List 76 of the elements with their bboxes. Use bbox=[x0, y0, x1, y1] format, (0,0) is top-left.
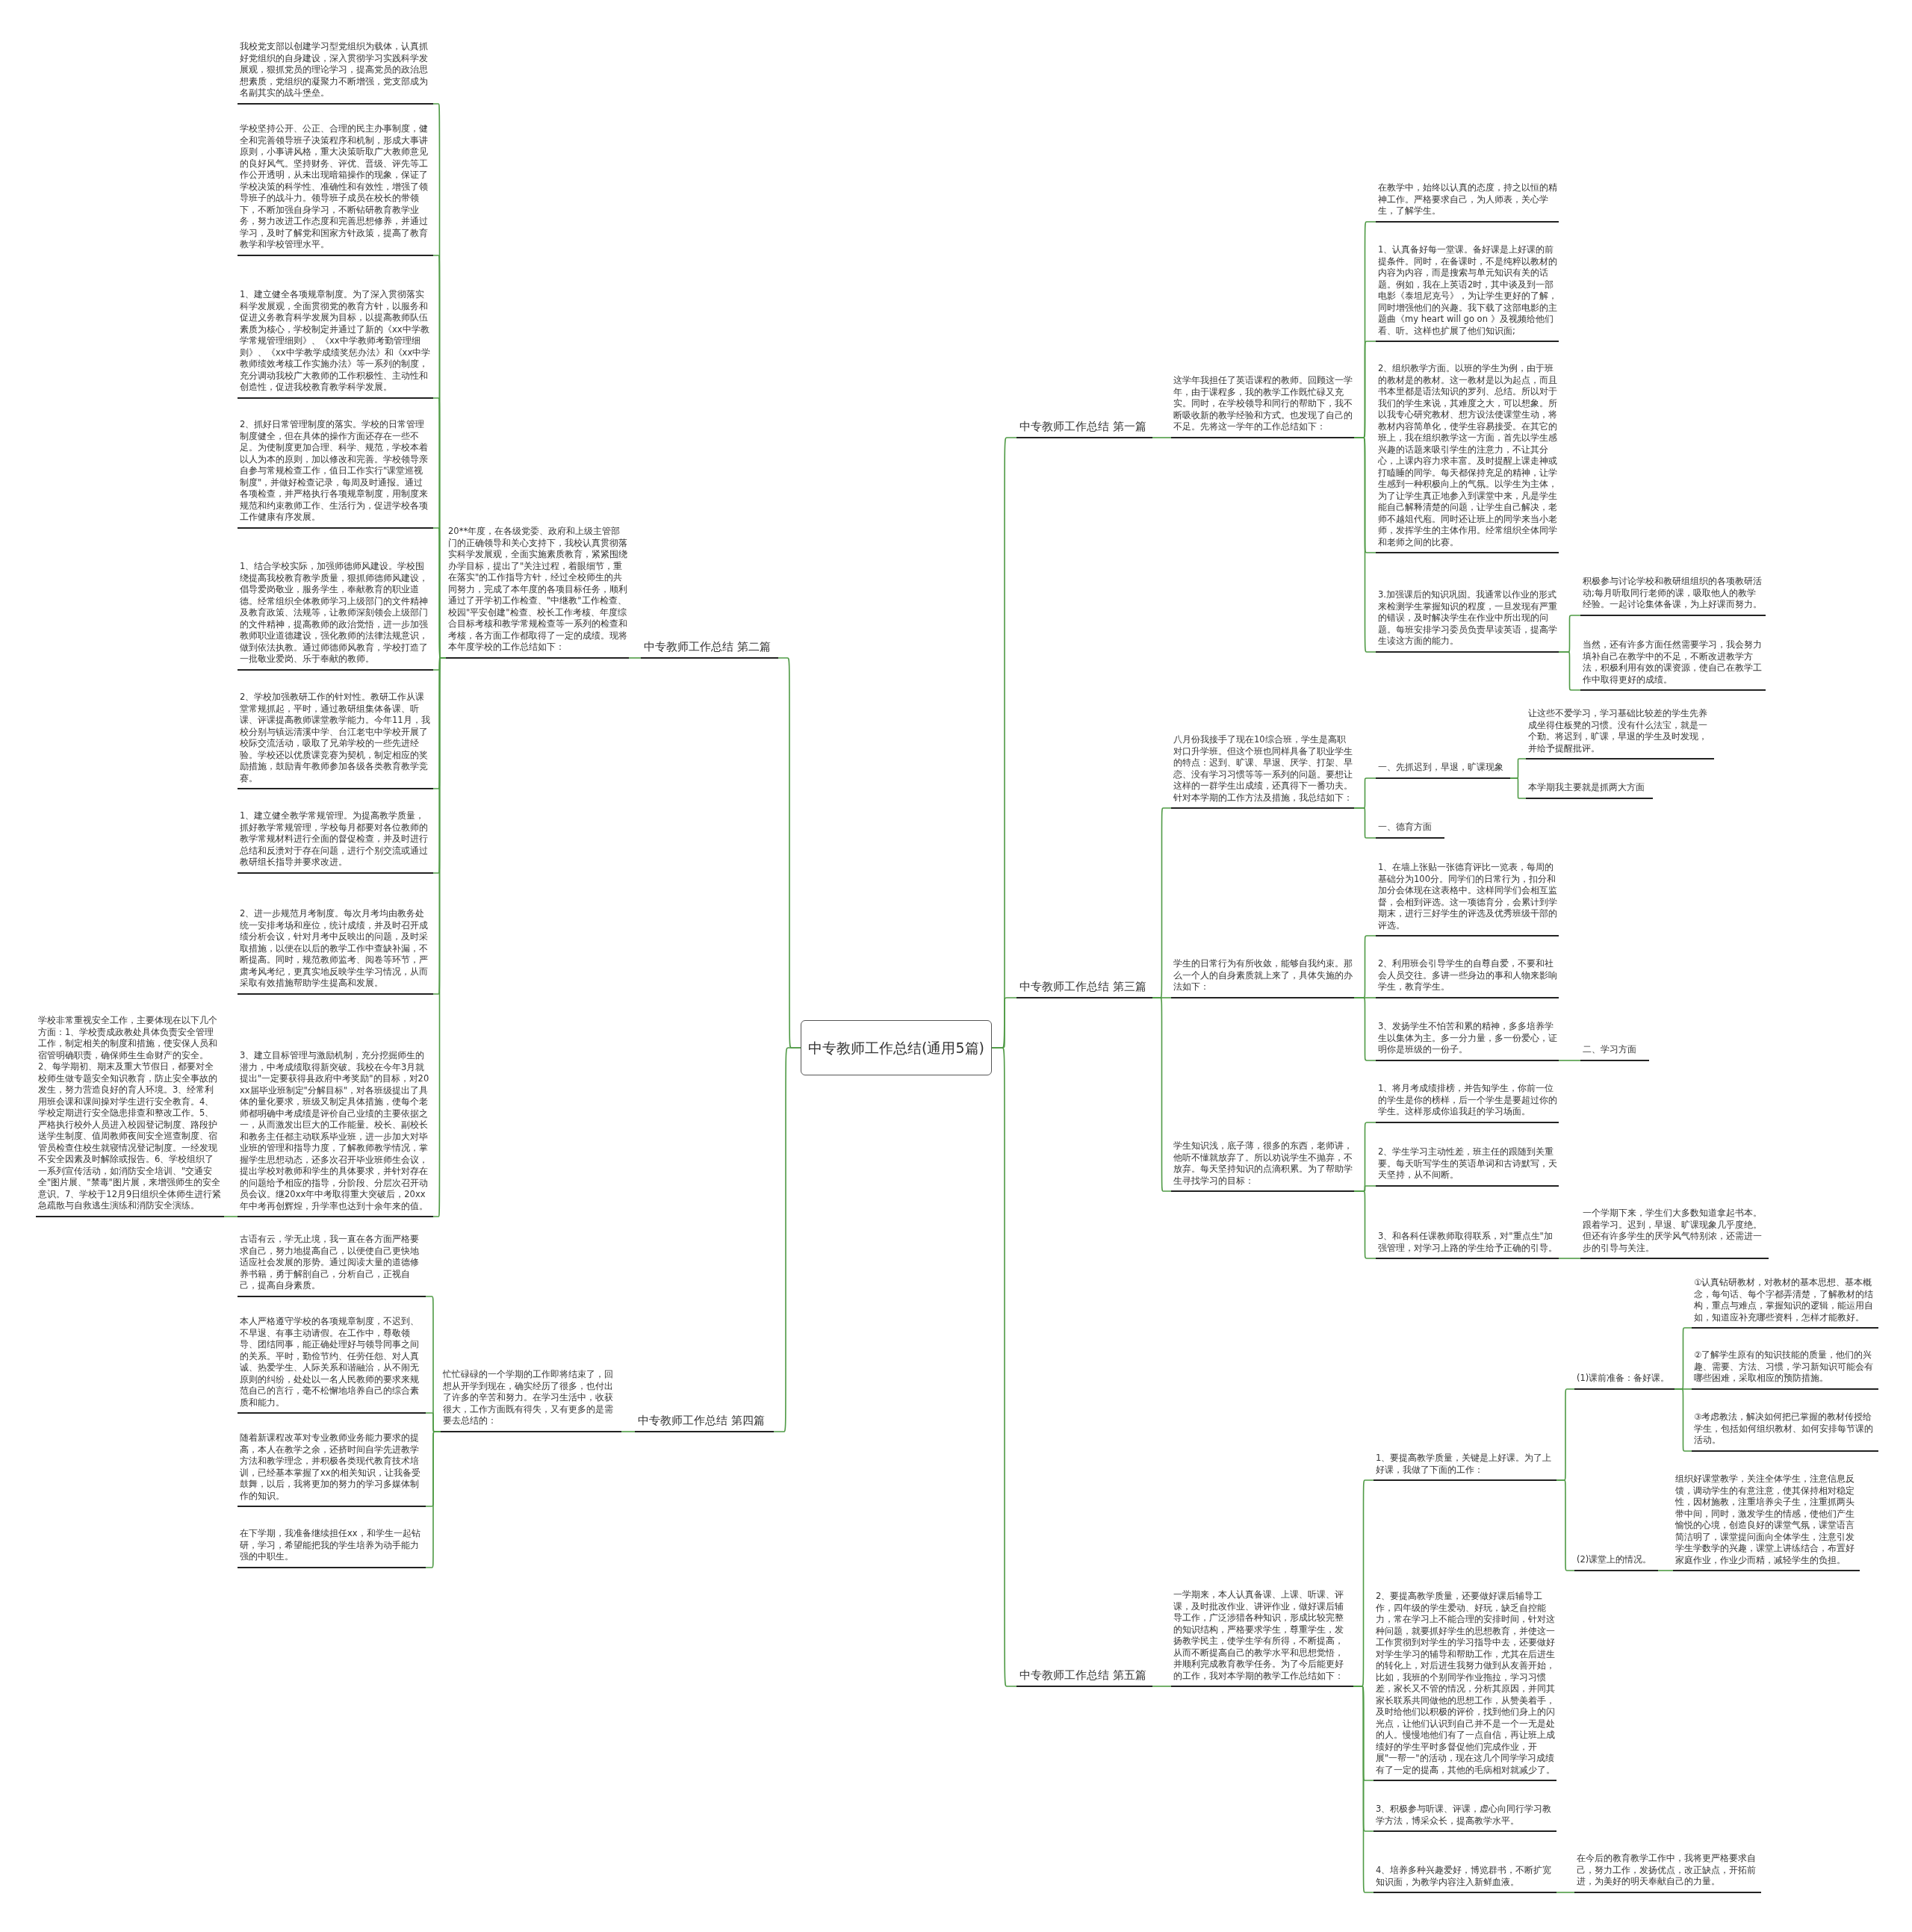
branch-title: 中专教师工作总结 第五篇 bbox=[1016, 1668, 1152, 1687]
topic-text: ①认真钻研教材，对教材的基本思想、基本概念，每句话、每个字都弄清楚，了解教材的结构，重点与难点，掌握知识的逻辑，能运用自如，知道应补充哪些资料，怎样才能教好。 bbox=[1692, 1277, 1878, 1329]
connector-line bbox=[1152, 1686, 1172, 1687]
topic-text: 学校坚持公开、公正、合理的民主办事制度，健全和完善领导班子决策程序和机制，形成大事讲原则，小事讲风格，重大决策听取广大教师意见的良好风气。坚持财务、评优、晋级、评先等工作公开透明，从未出现暗箱操作的现象，保证了学校决策的科学性、准确性和有效性，增强了领导班子的战斗力。领导班子成员在校长的带领下，不断加强自身学习，不断钻研教育教学业务，努力改进工作态度和完善思想修养，并通过学习，及时了解党和国家方针政策，提高了教育教学和学校管理水平。 bbox=[238, 123, 433, 256]
branch-title: 中专教师工作总结 第二篇 bbox=[641, 639, 778, 659]
topic-text: 我校党支部以创建学习型党组织为载体，认真抓好党组织的自身建设，深入贯彻学习实践科学发展观，狠抓党员的理论学习，提高党员的政治思想素质，党组织的凝聚力不断增强，党支部成为名副其实的战斗堡垒。 bbox=[238, 41, 433, 105]
topic-text: 1、认真备好每一堂课。备好课是上好课的前提条件。同时，在备课时，不是纯粹以教材的内容为内容，而是搜索与单元知识有关的话题。例如，我在上英语2时，其中谈及到一部电影《泰坦尼克号》，为让学生更好的了解，同时增强他们的兴趣。我下载了这部电影的主题曲《my heart will go on 》及视频给他们看、听。这样也扩展了他们知识面; bbox=[1376, 244, 1559, 342]
connector-line bbox=[1558, 1060, 1581, 1061]
topic-text: 组织好课堂教学，关注全体学生，注意信息反馈，调动学生的有意注意，使其保持相对稳定性，因材施教，注重培养尖子生，注重抓两头带中间，同时，激发学生的情感，使他们产生愉悦的心境，创造良好的课堂气氛，课堂语言简洁明了，课堂提问面向全体学生，注意引发学生学数学的兴趣，课堂上讲练结合，布置好家庭作业，作业少而精，减轻学生的负担。 bbox=[1673, 1473, 1860, 1571]
branch-title: 中专教师工作总结 第三篇 bbox=[1016, 979, 1152, 998]
topic-text: 积极参与讨论学校和教研组组织的各项教研活动;每月听取同行老师的课，吸取他人的教学经验。一起讨论集体备课，为上好课而努力。 bbox=[1580, 576, 1766, 616]
topic-text: 本学期我主要就是抓两大方面 bbox=[1526, 782, 1653, 799]
topic-text: 4、培养多种兴趣爱好，博览群书，不断扩宽知识面，为教学内容注入新鲜血液。 bbox=[1374, 1865, 1556, 1893]
topic-text: 3、建立目标管理与激励机制，充分挖掘师生的潜力，中考成绩取得新突破。我校在今年3月就提出"一定要获得县政府中考奖励"的目标，对20xx届毕业班制定"分解目标"，对各班级提出了具体的量化要求，班级又制定具体措施，使每个老师都明确中考成绩是评价自己业绩的主要依据之一，从而激发出巨大的工作能量。校长、副校长和教务主任都主动联系毕业班，进一步加大对毕业班的管理和指导力度，了解教师教学情况，掌握学生思想动态，还多次召开毕业班师生会议，提出学校对教师和学生的具体要求，并针对存在的问题给予相应的指导，分阶段、分层次召开动员会议。继20xx年中考取得重大突破后，20xx年中考再创辉煌，升学率也达到十余年来的值。 bbox=[238, 1050, 433, 1217]
topic-text: 2、要提高教学质量，还要做好课后辅导工作，四年级的学生爱动、好玩，缺乏自控能力，常在学习上不能合理的安排时间，针对这种问题，就要抓好学生的思想教育，并使这一工作贯彻到对学生的学习指导中去，还要做好对学生学习的辅导和帮助工作，尤其在后进生的转化上，对后进生我努力做到从友善开始，比如，我班的个别同学作业拖拉，学习习惯差，家长又不管的情况，分析其原因，并同其家长联系共同做他的思想工作，从赞美着手，及时给他们以积极的评价，找到他们身上的闪光点，让他们认识到自己并不是一个一无是处的人。慢慢地他们有了一点自信，再让班上成绩好的学生平时多督促他们完成作业，开展"一帮一"的活动，现在这几个同学学习成绩有了一定的提高，其他的毛病相对就减少了。 bbox=[1374, 1591, 1556, 1781]
connector-line bbox=[1558, 1258, 1581, 1259]
topic-text: 忙忙碌碌的一个学期的工作即将结束了，回想从开学到现在，确实经历了很多，也付出了许多的辛苦和努力。在学习生活中，收获很大，工作方面既有得失，又有更多的是需要去总结的： bbox=[441, 1369, 621, 1432]
topic-text: 20**年度，在各级党委、政府和上级主管部门的正确领导和关心支持下，我校认真贯彻落实科学发展观，全面实施素质教育，紧紧围绕办学目标，提出了"关注过程，着眼细节，重在落实"的工作指导方针，经过全校师生的共同努力，完成了本年度的各项目标任务，顺利通过了开学初工作检查、"中继教"工作检查、校园"平安创建"检查、校长工作考核、年度综合目标考核和教学常规检查等一系列的检查和考核，各方面工作都取得了一定的成绩。现将本年度学校的工作总结如下： bbox=[446, 526, 629, 659]
connector-line bbox=[223, 1216, 238, 1217]
connector-line bbox=[1353, 997, 1376, 1061]
connector-line bbox=[1152, 437, 1172, 438]
topic-text: 学校非常重视安全工作，主要体现在以下几个方面：1、学校责成政教处具体负责安全管理工作，制定相关的制度和措施，使安保人员和宿管明确职责，确保师生生命财产的安全。2、每学期初、期末及重大节假日，都要对全校师生做专题安全知识教育，防止安全事故的发生，努力营造良好的育人环境。3、经常利用班会课和课间操对学生进行安全教育。4、学校定期进行安全隐患排查和整改工作。5、严格执行校外人员进入校园登记制度、路段护送学生制度、值周教师夜间安全巡查制度、宿管员检查住校生就寝情况登记制度。一经发现不安全因素及时解除或报告。6、学校组织了一系列宣传活动，如消防安全培训、"交通安全"图片展、"禁毒"图片展，来增强师生的安全意识。7、学校于12月9日组织全体师生进行紧急疏散与自救逃生演练和消防安全演练。 bbox=[36, 1015, 224, 1217]
topic-text: 当然，还有许多方面任然需要学习，我会努力填补自己在教学中的不足，不断改进教学方法，积极利用有效的课资源，使自己在教学工作中取得更好的成绩。 bbox=[1580, 639, 1766, 691]
topic-text: 3.加强课后的知识巩固。我通常以作业的形式来检测学生掌握知识的程度，一旦发现有严重的错误，及时解决学生在作业中所出现的问题。每班安排学习委员负责早读英语，提高学生读这方面的能力。 bbox=[1376, 589, 1559, 653]
topic-text: 2、学生学习主动性差，班主任的跟随到关重要。每天听写学生的英语单词和古诗默写，天天坚持，从不间断。 bbox=[1376, 1146, 1559, 1187]
topic-text: 在教学中，始终以认真的态度，持之以恒的精神工作。严格要求自己，为人师表，关心学生，了解学生。 bbox=[1376, 182, 1559, 223]
topic-text: ③考虑教法，解决如何把已掌握的教材传授给学生，包括如何组织教材、如何安排每节课的活动。 bbox=[1692, 1411, 1878, 1452]
topic-text: 2、组织教学方面。以班的学生为例，由于班的教材是的教材。这一教材是以为起点，而且书本里都是语法知识的罗列、总结。所以对于我们的学生来说，其难度之大，可以想象。所以我专心研究教材、想方设法使课堂生动，将教材内容简单化，使学生容易接受。在其它的班上，我在组织教学这一方面，首先以学生感兴趣的话题来吸引学生的注意力，不让其分心，上课内容力求丰富。及时提醒上课走神或打瞌睡的同学。每天都保持充足的精神，让学生感到一种积极向上的气氛。以学生为主体，为了让学生真正地参入到课堂中来，凡是学生能自己解释清楚的问题，让学生自己解决，老师不越俎代庖。同时还让班上的同学来当小老师，发挥学生的主体作用。经常组织全体同学和老师之间的比赛。 bbox=[1376, 363, 1559, 553]
topic-text: 1、建立健全教学常规管理。为提高教学质量，抓好教学常规管理，学校每月都要对各位教师的教学常规材料进行全面的督促检查，并及时进行总结和反溃对于存在问题，进行个别交流或通过教研组长指导并要求改进。 bbox=[238, 810, 433, 874]
connector-line bbox=[773, 1047, 801, 1432]
topic-text: 1、要提高教学质量，关键是上好课。为了上好课，我做了下面的工作： bbox=[1374, 1453, 1556, 1481]
topic-text: 古语有云，学无止境，我一直在各方面严格要求自己，努力地提高自己，以便使自己更快地适应社会发展的形势。通过阅读大量的道德修养书籍，勇于解剖自己，分析自己，正视自己，提高自身素质。 bbox=[238, 1234, 426, 1297]
topic-text: 这学年我担任了英语课程的教师。回顾这一学年，由于课程多，我的教学工作既忙碌又充实。同时，在学校领导和同行的帮助下，我不断吸收新的教学经验和方式。也发现了自己的不足。先将这一学年的工作总结如下： bbox=[1171, 375, 1354, 438]
topic-text: 学生的日常行为有所收敛，能够自我约束。那么一个人的自身素质就上来了，具体失施的办法如下： bbox=[1171, 958, 1354, 998]
connector-line bbox=[1674, 1388, 1692, 1452]
topic-text: 一、先抓迟到，早退，旷课现象 bbox=[1376, 762, 1510, 779]
connector-line bbox=[1353, 1190, 1376, 1259]
connector-line bbox=[1509, 777, 1527, 799]
connector-line bbox=[621, 1431, 636, 1432]
topic-text: 一学期来，本人认真备课、上课、听课、评课，及时批改作业、讲评作业，做好课后辅导工作，广泛涉猎各种知识，形成比较完整的知识结构，严格要求学生，尊重学生，发扬教学民主，使学生学有所得，不断提高，从而不断提高自己的教学水平和思想觉悟，并顺利完成教育教学任务。为了今后能更好的工作，我对本学期的教学工作总结如下： bbox=[1171, 1589, 1353, 1687]
connector-line bbox=[1556, 1892, 1575, 1893]
topic-text: 1、建立健全各项规章制度。为了深入贯彻落实科学发展观，全面贯彻党的教育方针，以服务和促进义务教育科学发展为目标，以提高教师队伍素质为核心，学校制定并通过了新的《xx中学教学常规管理细则》、《xx中学教师考勤管理细则》、《xx中学教学成绩奖惩办法》和《xx中学教师绩效考核工作实施办法》等一系列的制度，充分调动我校广大教师的工作积极性、主动性和创造性，促进我校教育教学科学发展。 bbox=[238, 289, 433, 399]
topic-text: 二、学习方面 bbox=[1580, 1044, 1649, 1061]
connector-line bbox=[1556, 1479, 1575, 1571]
branch-title: 中专教师工作总结 第四篇 bbox=[635, 1413, 774, 1432]
topic-text: 1、结合学校实际，加强师德师风建设。学校围绕提高我校教育教学质量，狠抓师德师风建设，倡导爱岗敬业，服务学生，奉献教育的职业道德。经常组织全体教师学习上级部门的文件精神及教育政策、法规等，让教师深刻领会上级部门的文件精神，提高教师的政治觉悟，进一步加强教师职业道德建设，强化教师的法律法规意识，做到依法执教。通过师德师风教育，学校打造了一批敬业爱岗、乐于奉献的教师。 bbox=[238, 561, 433, 671]
topic-text: 在今后的教育教学工作中，我将更严格要求自己，努力工作，发扬优点，改正缺点，开拓前进，为美好的明天奉献自己的力量。 bbox=[1574, 1853, 1761, 1893]
topic-text: 让这些不爱学习，学习基础比较差的学生先养成坐得住板凳的习惯。没有什么法宝，就是一个勤。将迟到，旷课，早退的学生及时发现，并给予提醒批评。 bbox=[1526, 708, 1714, 760]
connector-line bbox=[628, 657, 642, 659]
connector-line bbox=[1353, 437, 1376, 653]
topic-text: 八月份我接手了现在10综合班，学生是高职对口升学班。但这个班也同样具备了职业学生的特点：迟到、旷课、早退、厌学、打架、早恋、没有学习习惯等等一系列的问题。要想让这样的一群学生出成绩，还真得下一番功夫。针对本学期的工作方法及措施，我总结如下： bbox=[1171, 734, 1354, 809]
topic-text: 1、将月考成绩排榜，并告知学生，你前一位的学生是你的榜样，后一个学生是要超过你的学生。这样形成你追我赶的学习场面。 bbox=[1376, 1083, 1559, 1123]
connector-line bbox=[1558, 651, 1581, 691]
topic-text: 2、学校加强教研工作的针对性。教研工作从课堂常规抓起，平时，通过教研组集体备课、听课、评课提高教师课堂教学能力。今年11月，我校分别与镇远清溪中学、台江老屯中学校开展了校际交流活动，吸取了兄弟学校的一些先进经验。学校还以优质课竞赛为契机，制定相应的奖励措施，鼓励青年教师参加各级各类教育教学竞赛。 bbox=[238, 692, 433, 789]
topic-text: 2、利用班会引导学生的自尊自爱，不要和社会人员交往。多讲一些身边的事和人物来影响学生，教育学生。 bbox=[1376, 958, 1559, 998]
central-topic: 中专教师工作总结(通用5篇) bbox=[801, 1020, 992, 1075]
topic-text: (1)课前准备：备好课。 bbox=[1574, 1373, 1674, 1390]
topic-text: 3、发扬学生不怕苦和累的精神，多多培养学生以集体为主。多一分力量，多一份爱心，证明你是班级的一份子。 bbox=[1376, 1021, 1559, 1061]
branch-title: 中专教师工作总结 第一篇 bbox=[1016, 419, 1152, 438]
topic-text: 在下学期，我准备继续担任xx，和学生一起钻研，学习，希望能把我的学生培养为动手能力强的中职生。 bbox=[238, 1528, 426, 1568]
topic-text: 学生知识浅，底子薄，很多的东西，老师讲，他听不懂就放弃了。所以劝说学生不抛弃，不放弃。每天坚持知识的点滴积累。为了帮助学生寻找学习的目标： bbox=[1171, 1140, 1354, 1192]
topic-text: 随着新课程改革对专业教师业务能力要求的提高，本人在教学之余，还挤时间自学先进教学方法和教学理念，并积极各类现代教育技术培训，已经基本掌握了xx的相关知识，让我备受鼓舞，以后，我将更加的努力的学习多媒体制作的知识。 bbox=[238, 1432, 426, 1507]
topic-text: ②了解学生原有的知识技能的质量，他们的兴趣、需要、方法、习惯，学习新知识可能会有哪些困难，采取相应的预防措施。 bbox=[1692, 1349, 1878, 1390]
topic-text: 3、和各科任课教师取得联系，对"重点生"加强管理，对学习上路的学生给予正确的引导。 bbox=[1376, 1231, 1559, 1259]
connector-line bbox=[1353, 807, 1376, 839]
topic-text: 2、进一步规范月考制度。每次月考均由教务处统一安排考场和座位，统计成绩，并及时召开成绩分析会议，针对月考中反映出的问题，及时采取措施，以便在以后的教学工作中查缺补漏，不断提高。同时，规范教师监考、阅卷等环节，严肃考风考纪，更真实地反映学生学习情况，从而采取有效措施帮助学生提高和发展。 bbox=[238, 908, 433, 995]
topic-text: 1、在墙上张贴一张德育评比一览表，每周的基础分为100分。同学们的日常行为，扣分和加分会体现在这表格中。这样同学们会相互监督，会相到评选。这一项德育分，会累计到学期末，进行三好学生的评选及优秀班级干部的评选。 bbox=[1376, 862, 1559, 937]
connector-line bbox=[1353, 1686, 1374, 1893]
topic-text: 一、德育方面 bbox=[1376, 821, 1444, 839]
topic-text: 本人严格遵守学校的各项规章制度，不迟到、不早退、有事主动请假。在工作中，尊敬领导、团结同事，能正确处理好与领导同事之间的关系。平时，勤俭节约、任劳任怨、对人真诚、热爱学生、人际关系和谐融洽，从不闹无原则的纠纷，处处以一名人民教师的要求来规范自己的言行，毫不松懈地培养自己的综合素质和能力。 bbox=[238, 1316, 426, 1414]
topic-text: (2)课堂上的情况。 bbox=[1574, 1554, 1658, 1571]
topic-text: 3、积极参与听课、评课，虚心向同行学习教学方法，博采众长，提高教学水平。 bbox=[1374, 1804, 1556, 1832]
connector-line bbox=[1657, 1570, 1674, 1571]
connector-line bbox=[432, 657, 447, 1217]
topic-text: 2、抓好日常管理制度的落实。学校的日常管理制度健全，但在具体的操作方面还存在一些不足。为使制度更加合理、科学、规范，学校本着以人为本的原则，加以修改和完善。学校领导亲自参与常规检查工作，值日工作实行"课堂巡视制度"，并做好检查记录，每周及时通报。通过各项检查，并严格执行各项规章制度，用制度来规范和约束教师工作、生活行为，促进学校各项工作健康有序发展。 bbox=[238, 419, 433, 529]
topic-text: 一个学期下来，学生们大多数知道拿起书本。跟着学习。迟到，早退、旷课现象几乎度绝。但还有许多学生的厌学风气特别浓，还需进一步的引导与关注。 bbox=[1580, 1208, 1769, 1259]
